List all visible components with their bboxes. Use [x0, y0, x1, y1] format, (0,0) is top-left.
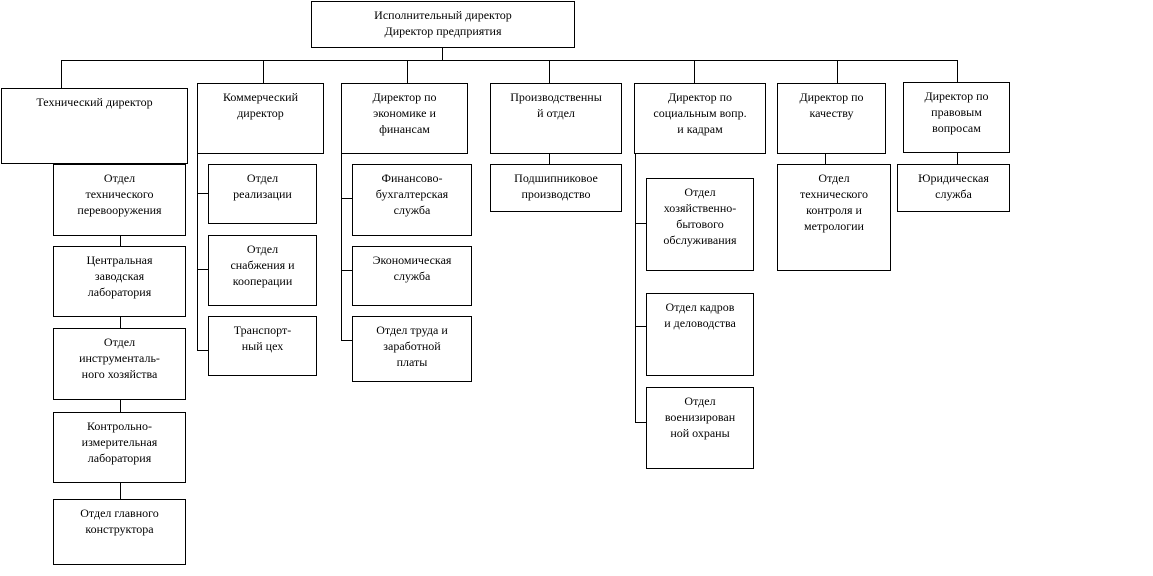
economics-unit-1[interactable]: Финансово- бухгалтерская служба — [352, 164, 472, 236]
connector-social-3 — [635, 422, 646, 423]
social-director-box[interactable]: Директор по социальным вопр. и кадрам — [634, 83, 766, 154]
technical-unit-2[interactable]: Центральная заводская лаборатория — [53, 246, 186, 317]
connector-economics-2 — [341, 270, 352, 271]
top-executive-box[interactable]: Исполнительный директор Директор предпри… — [311, 1, 575, 48]
connector-social-spine — [635, 153, 636, 423]
connector-top-down — [442, 47, 443, 60]
social-unit-2[interactable]: Отдел кадров и деловодства — [646, 293, 754, 376]
connector-bus-commercial — [263, 60, 264, 83]
connector-economics-1 — [341, 198, 352, 199]
connector-economics-spine — [341, 153, 342, 341]
connector-commercial-1 — [197, 193, 208, 194]
legal-director-box[interactable]: Директор по правовым вопросам — [903, 82, 1010, 153]
connector-main-bus — [61, 60, 958, 61]
connector-production-unit — [549, 153, 550, 164]
connector-quality-unit — [825, 153, 826, 164]
technical-unit-4[interactable]: Контрольно- измерительная лаборатория — [53, 412, 186, 483]
connector-bus-quality — [837, 60, 838, 83]
economics-unit-3[interactable]: Отдел труда и заработной платы — [352, 316, 472, 382]
legal-unit-1[interactable]: Юридическая служба — [897, 164, 1010, 212]
connector-legal-unit — [957, 153, 958, 164]
connector-bus-social — [694, 60, 695, 83]
commercial-director-box[interactable]: Коммерческий директор — [197, 83, 324, 154]
connector-social-1 — [635, 223, 646, 224]
commercial-unit-1[interactable]: Отдел реализации — [208, 164, 317, 224]
connector-commercial-2 — [197, 269, 208, 270]
technical-unit-1[interactable]: Отдел технического перевооружения — [53, 164, 186, 236]
technical-unit-3[interactable]: Отдел инструменталь- ного хозяйства — [53, 328, 186, 400]
connector-bus-economics — [407, 60, 408, 83]
economics-unit-2[interactable]: Экономическая служба — [352, 246, 472, 306]
connector-social-2 — [635, 326, 646, 327]
technical-director-box[interactable]: Технический директор — [1, 88, 188, 164]
commercial-unit-3[interactable]: Транспорт- ный цех — [208, 316, 317, 376]
connector-bus-legal — [957, 60, 958, 83]
connector-commercial-spine — [197, 153, 198, 351]
commercial-unit-2[interactable]: Отдел снабжения и кооперации — [208, 235, 317, 306]
social-unit-3[interactable]: Отдел военизирован ной охраны — [646, 387, 754, 469]
connector-economics-3 — [341, 340, 352, 341]
social-unit-1[interactable]: Отдел хозяйственно- бытового обслуживани… — [646, 178, 754, 271]
production-department-box[interactable]: Производственны й отдел — [490, 83, 622, 154]
quality-unit-1[interactable]: Отдел технического контроля и метрологии — [777, 164, 891, 271]
connector-bus-technical — [61, 60, 62, 88]
economics-director-box[interactable]: Директор по экономике и финансам — [341, 83, 468, 154]
connector-bus-production — [549, 60, 550, 83]
connector-commercial-3 — [197, 350, 208, 351]
technical-unit-5[interactable]: Отдел главного конструктора — [53, 499, 186, 565]
quality-director-box[interactable]: Директор по качеству — [777, 83, 886, 154]
production-unit-1[interactable]: Подшипниковое производство — [490, 164, 622, 212]
